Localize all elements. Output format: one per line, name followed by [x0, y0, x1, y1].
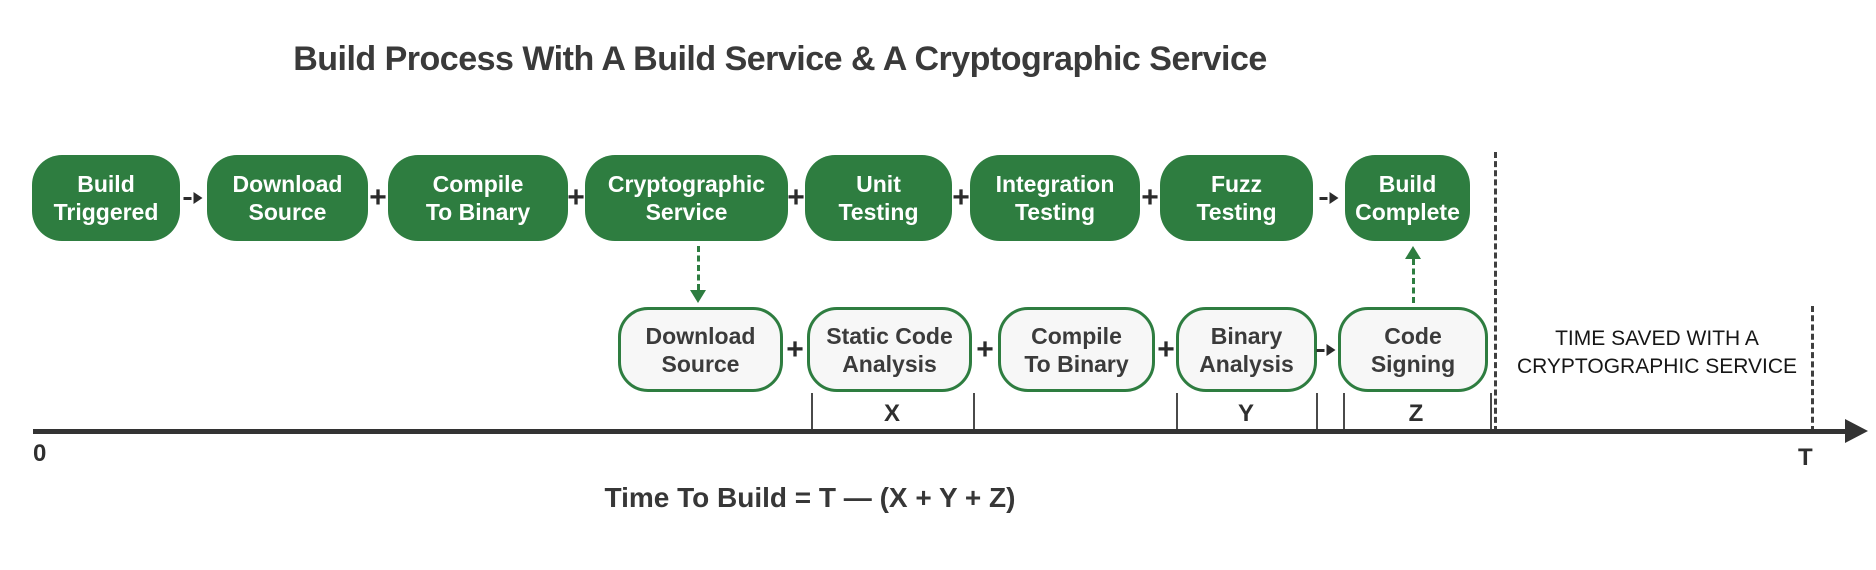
- step-label: Build: [1378, 171, 1437, 197]
- page-title: Build Process With A Build Service & A C…: [293, 40, 1267, 78]
- time-saved-boundary-right: [1811, 306, 1814, 432]
- plus-connector: +: [369, 181, 387, 214]
- step-label: Fuzz: [1210, 171, 1263, 197]
- step-label: Testing: [838, 199, 919, 225]
- plus-connector: +: [1141, 181, 1159, 214]
- flow-arrow-icon: [183, 192, 203, 204]
- substep-code-signing: Code Signing: [1338, 307, 1488, 392]
- substep-static-code-analysis: Static Code Analysis: [807, 307, 972, 392]
- step-label: Testing: [1014, 199, 1096, 225]
- timeline-start-label: 0: [33, 440, 47, 467]
- duration-label-x: X: [883, 400, 901, 427]
- step-label: Integration: [995, 171, 1115, 197]
- duration-label-z: Z: [1408, 400, 1424, 427]
- bracket-tick: [1343, 393, 1345, 431]
- step-label: Unit: [856, 171, 901, 197]
- substep-label: Compile: [1031, 322, 1122, 349]
- build-time-formula: Time To Build = T — (X + Y + Z): [604, 482, 1016, 513]
- substep-label: Static Code: [826, 322, 953, 349]
- step-cryptographic-service: Cryptographic Service: [585, 155, 788, 241]
- bracket-tick: [1490, 393, 1492, 431]
- substep-download-source: Download Source: [618, 307, 783, 392]
- time-saved-note-line2: CRYPTOGRAPHIC SERVICE: [1516, 355, 1798, 378]
- bracket-tick: [973, 393, 975, 431]
- timeline-arrowhead-icon: [1845, 419, 1868, 443]
- timeline-axis: [33, 429, 1851, 434]
- time-saved-boundary-left: [1494, 152, 1497, 432]
- bracket-tick: [1176, 393, 1178, 431]
- bracket-tick: [811, 393, 813, 431]
- step-compile-to-binary: Compile To Binary: [388, 155, 568, 241]
- time-saved-note: TIME SAVED WITH A CRYPTOGRAPHIC SERVICE: [1502, 325, 1812, 381]
- step-label: Testing: [1196, 199, 1277, 225]
- step-label: Build: [77, 171, 135, 197]
- handoff-arrow-down-icon: [690, 246, 706, 303]
- step-label: Download: [232, 171, 343, 197]
- plus-connector: +: [787, 181, 805, 214]
- step-label: Cryptographic: [607, 171, 766, 197]
- substep-label: Analysis: [842, 350, 937, 377]
- plus-connector: +: [786, 333, 804, 366]
- step-integration-testing: Integration Testing: [970, 155, 1140, 241]
- step-label: Compile: [432, 171, 524, 197]
- bracket-tick: [1316, 393, 1318, 431]
- step-build-triggered: Build Triggered: [32, 155, 180, 241]
- flow-arrow-icon: [1319, 192, 1339, 204]
- plus-connector: +: [952, 181, 970, 214]
- step-build-complete: Build Complete: [1345, 155, 1470, 241]
- duration-label-y: Y: [1237, 400, 1255, 427]
- step-download-source: Download Source: [207, 155, 368, 241]
- substep-label: Signing: [1370, 350, 1456, 377]
- substep-label: Download: [645, 322, 756, 349]
- substep-label: Binary: [1210, 322, 1283, 349]
- step-label: Triggered: [53, 199, 159, 225]
- step-fuzz-testing: Fuzz Testing: [1160, 155, 1313, 241]
- time-saved-note-line1: TIME SAVED WITH A: [1555, 327, 1759, 350]
- plus-connector: +: [567, 181, 585, 214]
- plus-connector: +: [976, 333, 994, 366]
- substep-label: Source: [661, 350, 740, 377]
- substep-label: Code: [1384, 322, 1442, 349]
- substep-label: To Binary: [1024, 350, 1129, 377]
- handoff-arrow-up-icon: [1405, 246, 1421, 303]
- timeline-end-label: T: [1798, 444, 1813, 471]
- substep-label: Analysis: [1199, 350, 1294, 377]
- step-label: Service: [645, 199, 728, 225]
- substep-compile-to-binary: Compile To Binary: [998, 307, 1155, 392]
- step-label: To Binary: [425, 199, 531, 225]
- step-unit-testing: Unit Testing: [805, 155, 952, 241]
- plus-connector: +: [1157, 333, 1175, 366]
- step-label: Complete: [1355, 199, 1460, 225]
- step-label: Source: [248, 199, 327, 225]
- flow-arrow-icon: [1316, 344, 1336, 356]
- substep-binary-analysis: Binary Analysis: [1176, 307, 1317, 392]
